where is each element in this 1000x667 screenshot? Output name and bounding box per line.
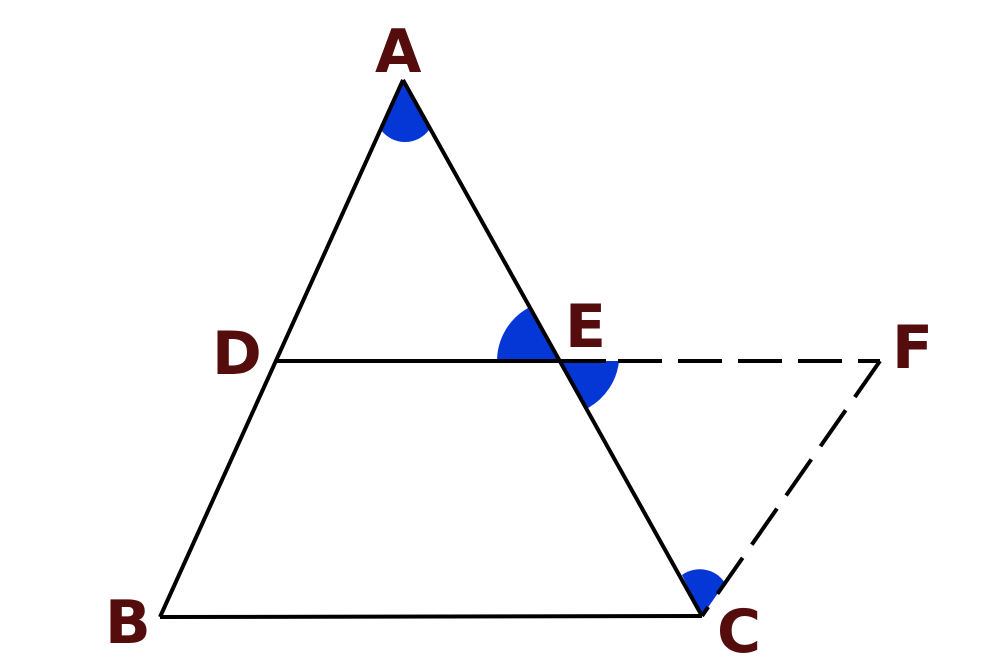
label-C: C [717, 597, 761, 667]
angle-marker-FEC [558, 361, 619, 408]
label-A: A [375, 17, 422, 87]
angle-marker-C [682, 569, 725, 616]
angle-marker-A [381, 80, 429, 142]
label-D: D [212, 319, 262, 389]
segment-AB [158, 79, 405, 618]
segment-BC [159, 614, 703, 619]
label-E: E [565, 292, 606, 362]
segment-AC [401, 79, 704, 617]
angle-marker-AED [497, 308, 558, 361]
label-B: B [105, 588, 151, 658]
label-F: F [892, 313, 933, 383]
segment-CF-dashed [700, 359, 882, 618]
